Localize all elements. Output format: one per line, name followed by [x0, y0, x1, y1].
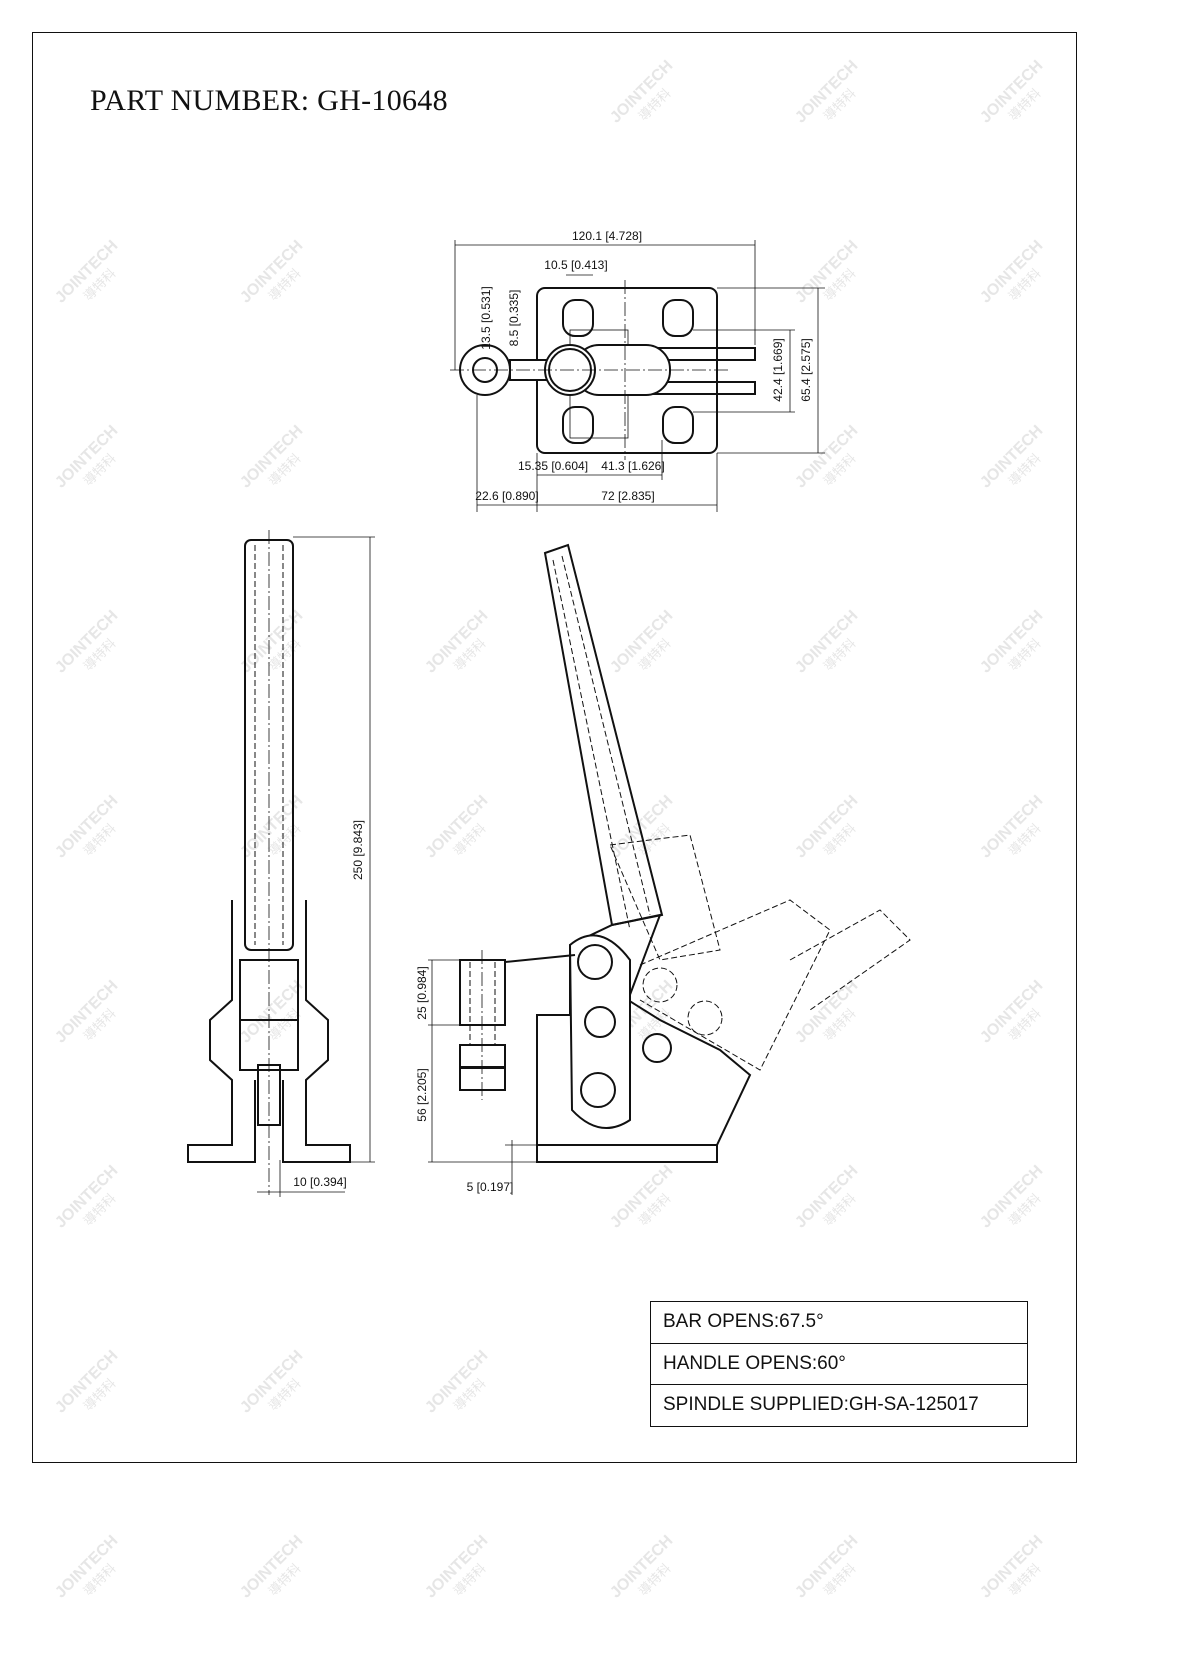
dim-height: 250 [9.843]: [351, 820, 365, 880]
dim-hole-spacing-y: 42.4 [1.669]: [771, 338, 785, 401]
top-view: 120.1 [4.728] 10.5 [0.413]: [450, 229, 825, 512]
side-view: 25 [0.984] 56 [2.205] 5 [0.197]: [415, 543, 911, 1195]
dim-plate-width: 65.4 [2.575]: [799, 338, 813, 401]
dim-offset-a: 13.5 [0.531]: [479, 286, 493, 349]
spec-table: BAR OPENS:67.5° HANDLE OPENS:60° SPINDLE…: [650, 1301, 1028, 1427]
drawing-border: [32, 32, 1077, 1463]
spec-spindle-supplied: SPINDLE SUPPLIED:GH-SA-125017: [651, 1384, 1027, 1426]
front-view: 250 [9.843] 10 [0.394]: [187, 530, 375, 1197]
dim-spindle-block: 25 [0.984]: [415, 966, 429, 1019]
dim-spindle-offset: 22.6 [0.890]: [475, 489, 538, 503]
dim-spindle-height: 56 [2.205]: [415, 1068, 429, 1121]
dim-plate-length: 72 [2.835]: [601, 489, 654, 503]
dim-base-thickness: 5 [0.197]: [467, 1180, 514, 1194]
dim-offset-b: 8.5 [0.335]: [507, 290, 521, 347]
dim-offset-c: 15.35 [0.604]: [518, 459, 588, 473]
spec-handle-opens: HANDLE OPENS:60°: [651, 1342, 1027, 1385]
spec-bar-opens: BAR OPENS:67.5°: [663, 1311, 824, 1332]
part-number-title: PART NUMBER: GH-10648: [90, 84, 448, 117]
dim-slot-spacing: 10.5 [0.413]: [544, 258, 607, 272]
dim-overall-length: 120.1 [4.728]: [572, 229, 642, 243]
dim-hole-spacing-x: 41.3 [1.626]: [601, 459, 664, 473]
dim-bar-width: 10 [0.394]: [293, 1175, 346, 1189]
